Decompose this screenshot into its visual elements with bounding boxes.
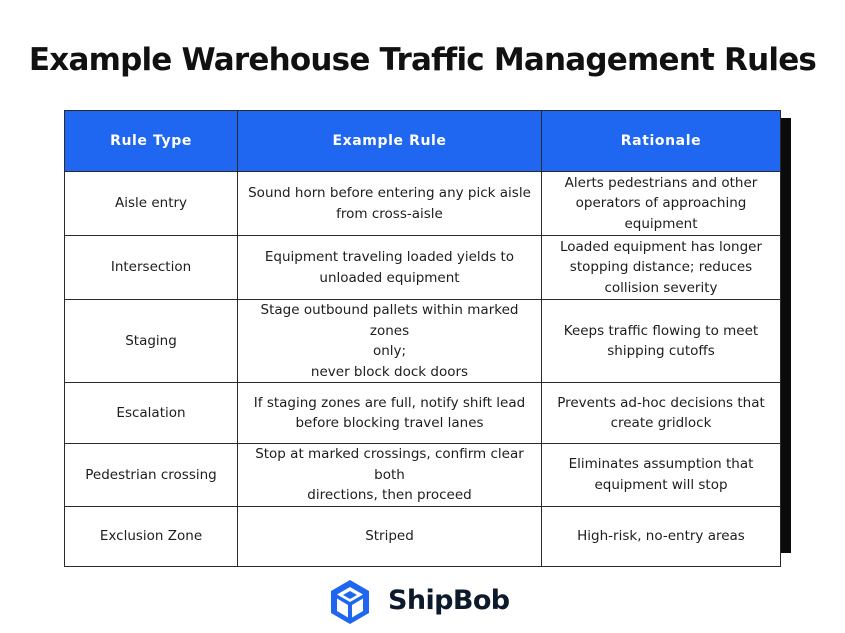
rules-table-container: Rule Type Example Rule Rationale Aisle e…: [64, 110, 791, 567]
shipbob-cube-icon: [331, 580, 369, 624]
header-example-rule: Example Rule: [237, 110, 542, 172]
table-row: Aisle entry Sound horn before entering an…: [64, 171, 781, 236]
cell-example-rule: Sound horn before entering any pick aisl…: [237, 171, 542, 236]
table-row: Pedestrian crossing Stop at marked crossi…: [64, 443, 781, 507]
cell-example-rule: Stop at marked crossings, confirm clear …: [237, 443, 542, 507]
page-title: Example Warehouse Traffic Management Rul…: [28, 42, 817, 78]
cell-line: Keeps traffic flowing to meet: [563, 322, 759, 339]
cell-line: shipping cutoffs: [607, 343, 715, 359]
header-rationale: Rationale: [541, 110, 781, 172]
cell-line: Prevents ad-hoc decisions that: [557, 394, 765, 411]
cell-line: create gridlock: [610, 415, 712, 431]
cell-line: High-risk, no-entry areas: [577, 527, 745, 544]
cell-rationale: Eliminates assumption that equipment will…: [541, 443, 781, 507]
shipbob-logo: ShipBob: [328, 578, 528, 628]
cell-rule-type: Intersection: [64, 235, 238, 300]
cell-line: Eliminates assumption that: [568, 456, 754, 473]
cell-example-rule: Equipment traveling loaded yields to unlo…: [237, 235, 542, 300]
shipbob-wordmark: ShipBob: [388, 585, 510, 616]
cell-rationale: High-risk, no-entry areas: [541, 505, 781, 567]
cell-rule-type: Aisle entry: [64, 171, 238, 236]
table-row: Staging Stage outbound pallets within mar…: [64, 299, 781, 383]
cell-rule-type: Exclusion Zone: [64, 505, 238, 567]
header-rule-type: Rule Type: [64, 110, 238, 172]
cell-line: Sound horn before entering any pick aisl…: [248, 185, 531, 201]
cell-example-rule: If staging zones are full, notify shift …: [237, 382, 542, 444]
cell-line: Loaded equipment has longer: [559, 238, 763, 255]
cell-example-rule: Stage outbound pallets within marked zon…: [237, 299, 542, 383]
cell-line: Alerts pedestrians and other: [564, 174, 758, 191]
cell-rule-type: Staging: [64, 299, 238, 383]
cell-rationale: Loaded equipment has longer stopping dist…: [541, 235, 781, 300]
cell-line: operators of approaching: [575, 195, 747, 212]
cell-line: only;: [372, 343, 407, 359]
cell-line: stopping distance; reduces: [569, 259, 753, 276]
cell-line: If staging zones are full, notify shift …: [253, 394, 526, 411]
cell-rationale: Keeps traffic flowing to meet shipping cu…: [541, 299, 781, 383]
table-header-row: Rule Type Example Rule Rationale: [64, 110, 781, 172]
cell-rationale: Alerts pedestrians and other operators of…: [541, 171, 781, 236]
cell-line: never block dock doors: [310, 363, 469, 380]
cell-rationale: Prevents ad-hoc decisions that create gri…: [541, 382, 781, 444]
cell-rule-type: Pedestrian crossing: [64, 443, 238, 507]
cell-line: Striped: [365, 527, 414, 544]
cell-line: Stop at marked crossings, confirm clear …: [255, 446, 524, 483]
cell-line: Equipment traveling loaded yields to: [264, 249, 515, 265]
cell-line: equipment: [624, 215, 698, 232]
cell-line: equipment will stop: [594, 476, 728, 493]
cell-line: collision severity: [604, 279, 718, 296]
cell-rule-type: Escalation: [64, 382, 238, 444]
table-row: Exclusion Zone Striped High-risk, no-entry…: [64, 505, 781, 567]
cell-line: before blocking travel lanes: [295, 415, 484, 431]
cell-line: from cross-aisle: [336, 205, 443, 222]
cell-line: unloaded equipment: [319, 269, 460, 286]
rules-table: Rule Type Example Rule Rationale Aisle e…: [64, 110, 781, 567]
cell-line: Stage outbound pallets within marked zon…: [260, 302, 519, 339]
cell-line: directions, then proceed: [307, 487, 472, 503]
table-row: Escalation If staging zones are full, not…: [64, 382, 781, 444]
cell-example-rule: Striped: [237, 505, 542, 567]
